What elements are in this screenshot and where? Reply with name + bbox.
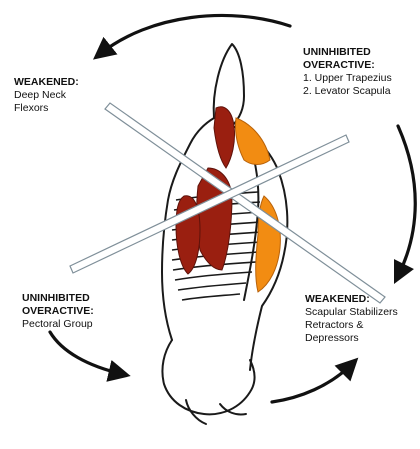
pelvis-outline [162, 340, 254, 414]
weakened-deep-neck-flexors-label: WEAKENED: Deep Neck Flexors [14, 76, 79, 115]
overactive-trapezius-levator-label: UNINHIBITED OVERACTIVE: 1. Upper Trapezi… [303, 46, 392, 98]
label-line: 1. Upper Trapezius [303, 72, 392, 85]
label-heading: UNINHIBITED [22, 292, 94, 305]
upper-trapezius-muscle [235, 118, 270, 165]
curved-arrow-icon [398, 126, 415, 276]
label-line: Deep Neck [14, 89, 79, 102]
overactive-pectoral-label: UNINHIBITED OVERACTIVE: Pectoral Group [22, 292, 94, 331]
label-line: Pectoral Group [22, 318, 94, 331]
label-line: Retractors & [305, 319, 398, 332]
label-heading: OVERACTIVE: [303, 59, 392, 72]
label-line: 2. Levator Scapula [303, 85, 392, 98]
label-line: Scapular Stabilizers [305, 306, 398, 319]
curved-arrow-icon [272, 364, 352, 402]
label-heading: WEAKENED: [305, 293, 398, 306]
label-heading: WEAKENED: [14, 76, 79, 89]
levator-scapula-muscle [214, 107, 235, 168]
weakened-scapular-stabilizers-label: WEAKENED: Scapular Stabilizers Retractor… [305, 293, 398, 345]
curved-arrow-icon [50, 332, 122, 374]
curved-arrow-icon [100, 15, 290, 54]
label-heading: OVERACTIVE: [22, 305, 94, 318]
label-line: Flexors [14, 102, 79, 115]
label-line: Depressors [305, 332, 398, 345]
label-heading: UNINHIBITED [303, 46, 392, 59]
